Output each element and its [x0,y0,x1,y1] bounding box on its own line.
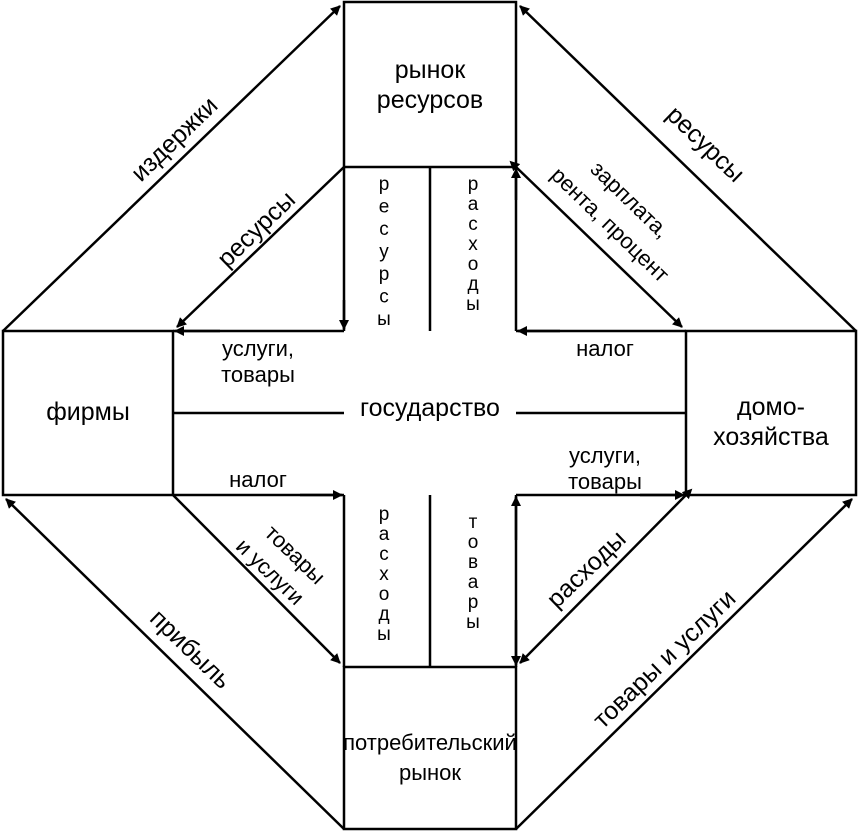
inner-top-right-flow [509,160,683,328]
resource-market-box [342,0,518,169]
gov-right-bottom-label-2: товары [568,469,642,494]
gov-right-bottom-label-1: услуги, [569,443,641,468]
outer-top-left-flow [2,5,341,332]
gov-right-top-label: налог [576,336,634,361]
government-label: государство [360,394,500,422]
resource-market-label-2: ресурсов [377,86,483,114]
outer-top-left-label: издержки [126,91,224,187]
inner-top-left-flow [176,166,345,328]
households-label-2: хозяйства [713,423,829,451]
outer-bottom-left-flow [5,498,345,830]
inner-bottom-right-label: расходы [541,525,631,614]
gov-left-top-label-2: товары [221,362,295,387]
inner-bottom-left-flow [172,494,341,664]
outer-top-right-label: ресурсы [661,101,750,188]
firms-label: фирмы [46,398,130,426]
consumer-market-label-1: потребительский [343,730,517,755]
outer-top-right-flow [519,5,857,332]
resource-market-label-1: рынок [395,56,467,84]
consumer-market-label-2: рынок [399,760,461,785]
households-label-1: домо- [737,393,805,421]
inner-bottom-right-flow [519,488,693,664]
outer-bottom-right-flow [515,498,853,830]
gov-left-top-label-1: услуги, [222,336,294,361]
inner-top-left-label: ресурсы [212,186,301,273]
outer-bottom-right-label: товары и услуги [588,584,742,734]
gov-left-bottom-label: налог [229,467,287,492]
